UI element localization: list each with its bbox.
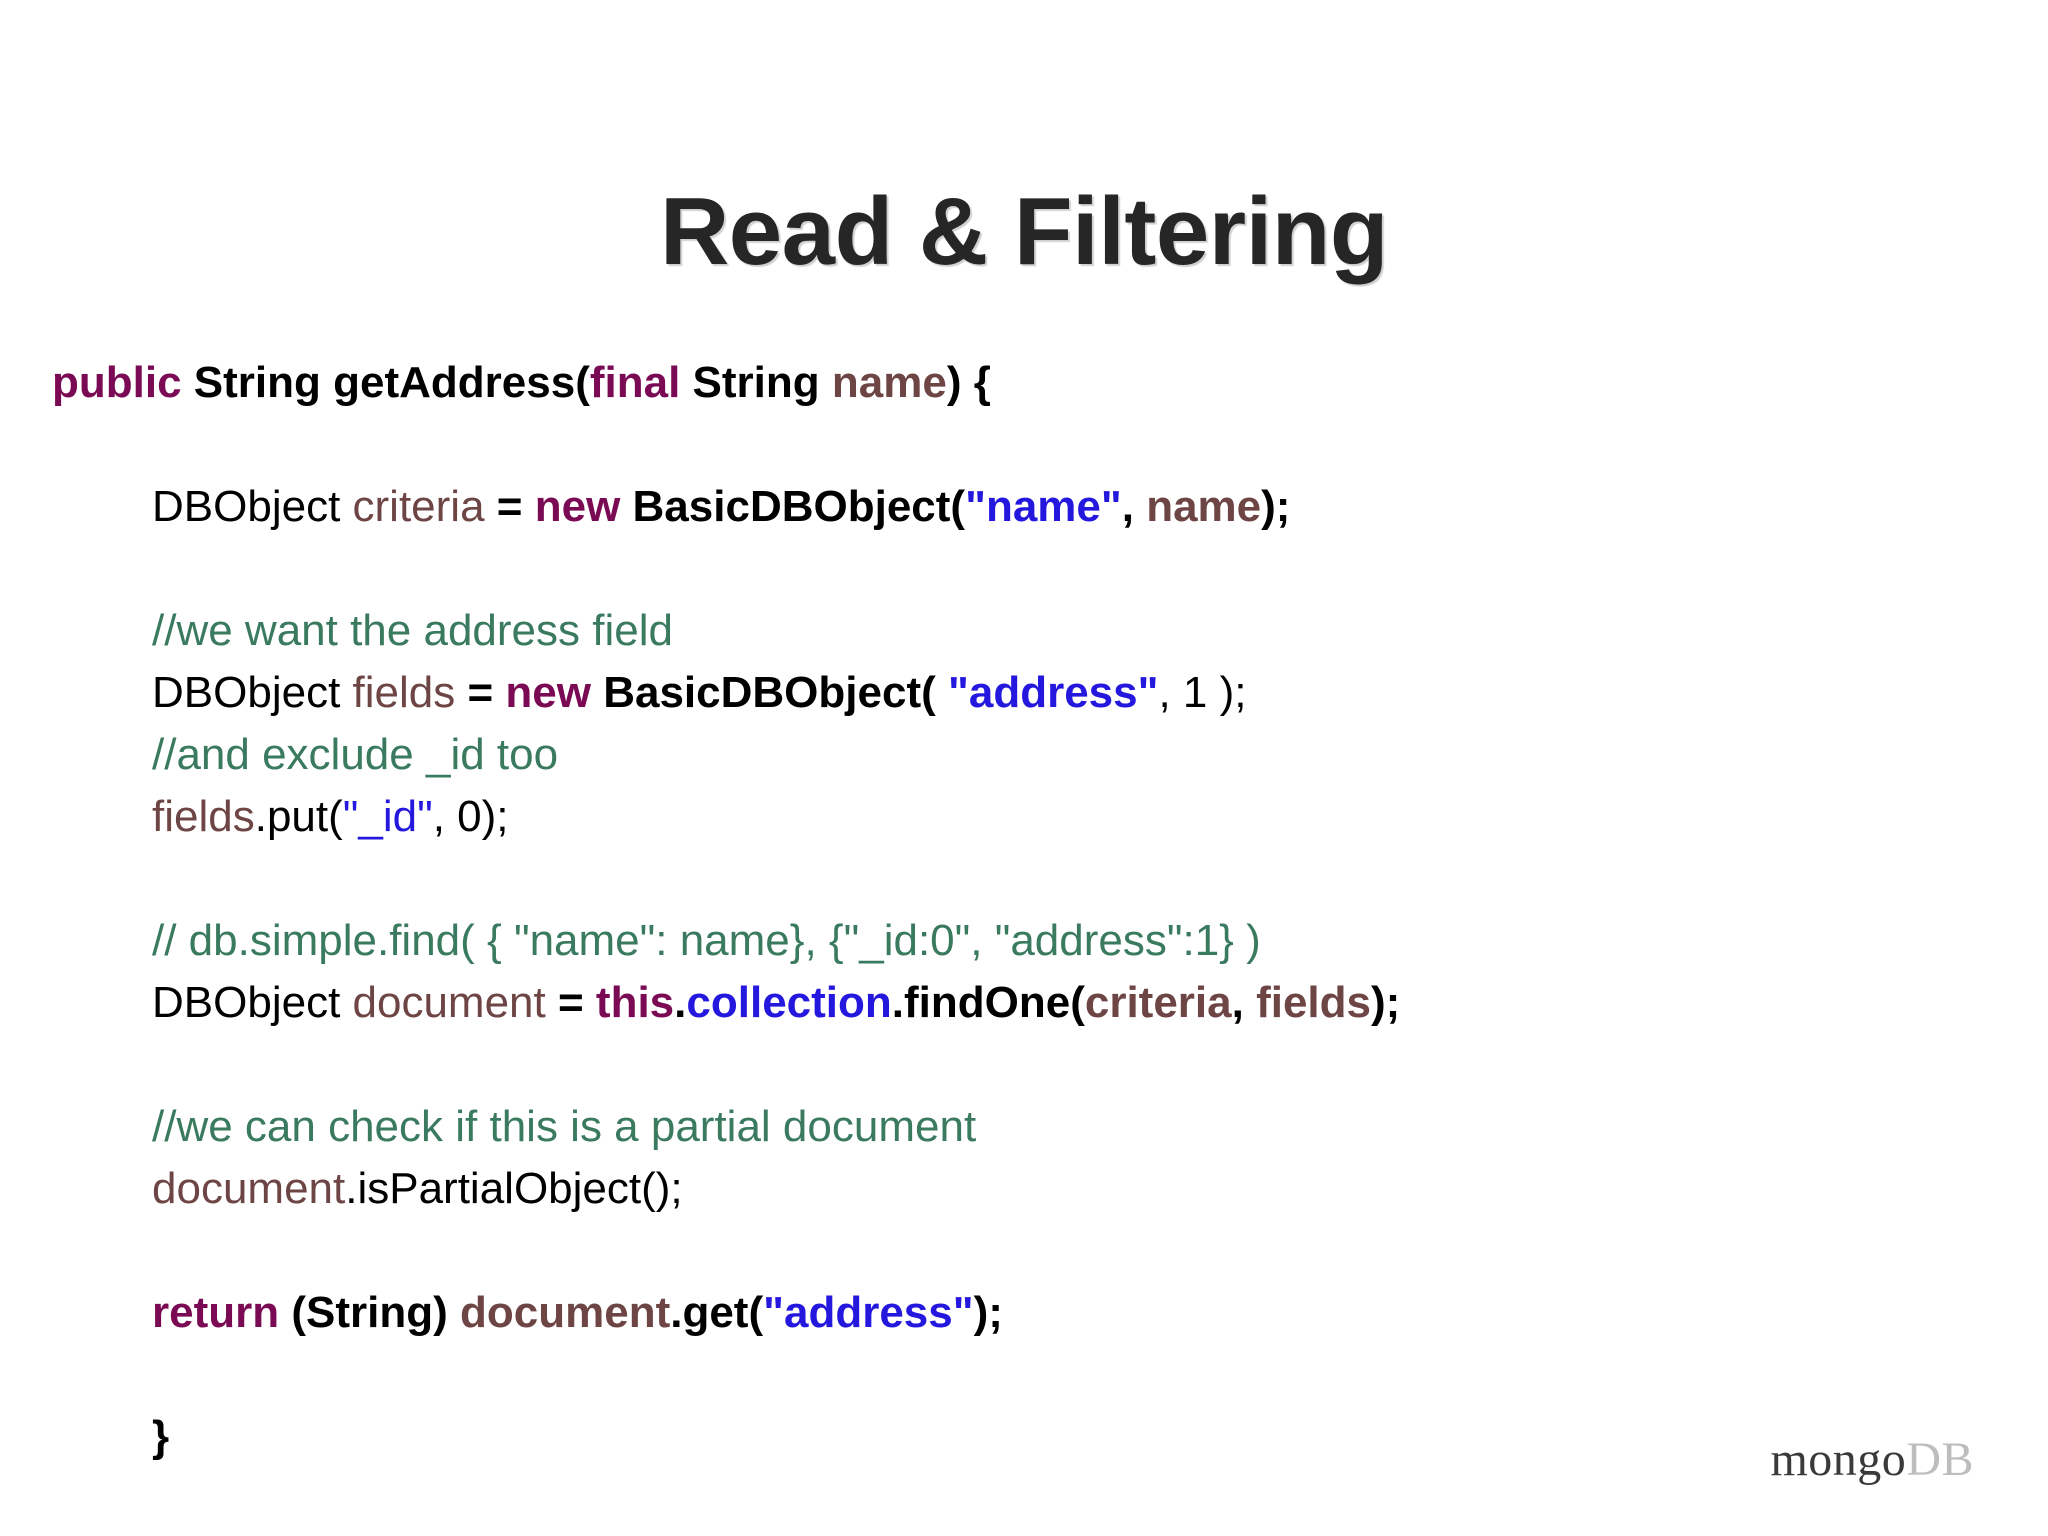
line-blank-1 [52,414,1952,476]
line-comment-partial-doc-token-0: //we can check if this is a partial docu… [152,1102,977,1151]
line-signature-token-2: String getAddress( [193,358,590,407]
line-fields-token-2 [455,668,467,717]
line-findone-token-2 [546,978,558,1027]
line-findone-token-1: document [352,978,546,1027]
line-fields-token-9: , 1 ); [1158,668,1247,717]
line-signature-token-7: ) { [946,358,991,407]
mongodb-logo: mongoDB [1770,1436,1974,1484]
line-signature-token-3: final [589,358,681,407]
line-return-token-1 [279,1288,291,1337]
line-return-token-0: return [152,1288,280,1337]
line-signature-token-1 [182,358,194,407]
code-block: public String getAddress(final String na… [52,352,1952,1468]
line-blank-3 [52,848,1952,910]
line-findone-token-3: = [557,978,584,1027]
logo-text-db: DB [1906,1433,1974,1486]
line-criteria-token-4 [522,482,534,531]
line-ispartialobject: document.isPartialObject(); [52,1158,1952,1220]
line-signature-token-5: String [692,358,832,407]
line-findone-token-7: collection [686,978,892,1027]
line-fields-token-7: BasicDBObject( [603,668,948,717]
line-findone-token-4 [584,978,596,1027]
line-findone-token-11: fields [1256,978,1371,1027]
line-close-brace-token-0: } [152,1412,170,1461]
line-comment-address-field: //we want the address field [52,600,1952,662]
line-signature: public String getAddress(final String na… [52,352,1952,414]
line-fields: DBObject fields = new BasicDBObject( "ad… [52,662,1952,724]
line-blank-5 [52,1220,1952,1282]
line-criteria-token-0: DBObject [152,482,353,531]
line-criteria-token-10: name [1146,482,1262,531]
line-return-token-6: ); [973,1288,1003,1337]
line-criteria-token-7: BasicDBObject( [632,482,966,531]
line-comment-shell-find: // db.simple.find( { "name": name}, {"_i… [52,910,1952,972]
line-findone-token-8: .findOne( [891,978,1085,1027]
line-criteria-token-8: "name" [965,482,1122,531]
line-criteria-token-2 [485,482,497,531]
line-fields-token-0: DBObject [152,668,353,717]
line-return-token-4: .get( [670,1288,764,1337]
line-fields-put-token-2: "_id" [342,792,433,841]
line-criteria-token-5: new [534,482,621,531]
line-findone-token-6: . [674,978,687,1027]
line-fields-token-1: fields [352,668,456,717]
line-comment-partial-doc: //we can check if this is a partial docu… [52,1096,1952,1158]
line-return-token-3: document [460,1288,671,1337]
line-criteria-token-9: , [1121,482,1147,531]
line-findone-token-9: criteria [1084,978,1232,1027]
line-criteria-token-11: ); [1261,482,1291,531]
line-criteria: DBObject criteria = new BasicDBObject("n… [52,476,1952,538]
line-criteria-token-3: = [496,482,523,531]
line-blank-6 [52,1344,1952,1406]
line-comment-exclude-id-token-0: //and exclude _id too [152,730,559,779]
line-findone: DBObject document = this.collection.find… [52,972,1952,1034]
line-return: return (String) document.get("address"); [52,1282,1952,1344]
line-comment-shell-find-token-0: // db.simple.find( { "name": name}, {"_i… [152,916,1261,965]
line-findone-token-0: DBObject [152,978,353,1027]
line-fields-token-4 [493,668,505,717]
line-signature-token-6: name [831,358,947,407]
line-criteria-token-1: criteria [352,482,485,531]
line-fields-put-token-1: .put( [254,792,343,841]
line-signature-token-0: public [52,358,182,407]
line-blank-2 [52,538,1952,600]
line-fields-token-8: "address" [947,668,1159,717]
line-fields-put-token-3: , 0); [432,792,509,841]
line-signature-token-4 [680,358,692,407]
line-comment-exclude-id: //and exclude _id too [52,724,1952,786]
line-fields-put-token-0: fields [152,792,255,841]
line-close-brace: } [52,1406,1952,1468]
line-findone-token-5: this [595,978,675,1027]
line-ispartialobject-token-1: .isPartialObject(); [345,1164,683,1213]
line-findone-token-10: , [1231,978,1257,1027]
logo-text-mongo: mongo [1770,1433,1907,1486]
line-fields-token-5: new [505,668,591,717]
line-fields-token-6 [591,668,603,717]
line-findone-token-12: ); [1371,978,1401,1027]
line-ispartialobject-token-0: document [152,1164,346,1213]
line-comment-address-field-token-0: //we want the address field [152,606,673,655]
line-return-token-2: (String) [291,1288,460,1337]
line-fields-put: fields.put("_id", 0); [52,786,1952,848]
line-blank-4 [52,1034,1952,1096]
line-criteria-token-6 [620,482,632,531]
line-return-token-5: "address" [763,1288,974,1337]
page-title: Read & Filtering [659,178,1389,286]
line-fields-token-3: = [467,668,494,717]
